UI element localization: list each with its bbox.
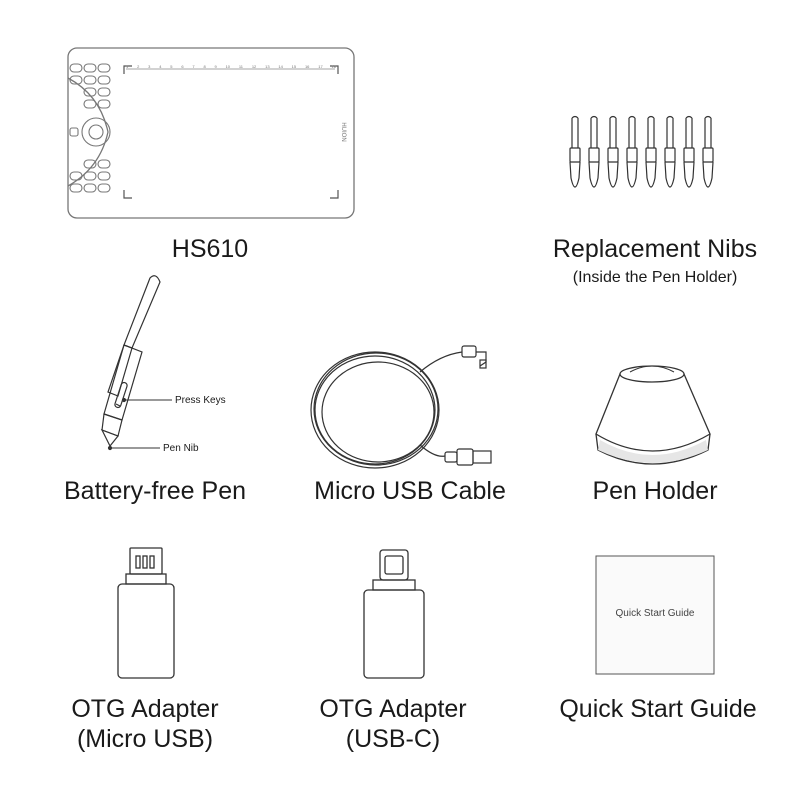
cable-caption: Micro USB Cable (314, 477, 506, 505)
tablet-scale-mark: 7 (192, 64, 195, 69)
nibs-note: (Inside the Pen Holder) (572, 269, 738, 286)
guide-cover-text: Quick Start Guide (615, 608, 695, 619)
pen-caption: Battery-free Pen (63, 477, 247, 505)
tablet-scale-mark: 3 (148, 64, 151, 69)
tablet-scale: 1 2 3 4 5 6 7 8 9 10 11 12 13 14 15 16 1… (126, 64, 336, 72)
tablet-scale-mark: 14 (278, 64, 283, 69)
tablet-scale-mark: 2 (137, 64, 140, 69)
nibs-illustration (569, 115, 714, 188)
tablet-scale-mark: 9 (214, 64, 217, 69)
tablet-scale-mark: 15 (291, 64, 297, 69)
pen-illustration (100, 275, 172, 451)
nibs-caption: Replacement Nibs (552, 235, 758, 263)
tablet-illustration (67, 47, 355, 219)
tablet-scale-mark: 8 (203, 64, 206, 69)
tablet-scale-mark: 6 (181, 64, 184, 69)
otg-micro-caption-line2: (Micro USB) (76, 725, 214, 753)
tablet-scale-mark: 13 (265, 64, 270, 69)
tablet-scale-mark: 18 (331, 64, 336, 69)
pen-callout-press-keys: Press Keys (175, 395, 226, 406)
otg-usb-c-illustration (363, 549, 425, 679)
quick-start-guide-illustration (595, 555, 715, 675)
tablet-scale-mark: 4 (159, 64, 162, 69)
tablet-caption: HS610 (171, 235, 249, 263)
guide-caption: Quick Start Guide (559, 695, 757, 723)
pen-holder-illustration (595, 365, 711, 465)
tablet-scale-mark: 5 (170, 64, 173, 69)
tablet-brand-text: HUION (340, 122, 346, 141)
otg-micro-usb-illustration (117, 547, 175, 679)
tablet-scale-mark: 16 (304, 64, 310, 69)
tablet-scale-mark: 1 (126, 64, 129, 69)
tablet-scale-mark: 12 (251, 64, 257, 69)
tablet-scale-mark: 10 (225, 64, 231, 69)
tablet-scale-mark: 11 (238, 64, 243, 69)
holder-caption: Pen Holder (592, 477, 718, 505)
otg-usbc-caption-line2: (USB-C) (345, 725, 441, 753)
pen-callout-nib: Pen Nib (163, 443, 199, 454)
otg-usbc-caption-line1: OTG Adapter (319, 695, 467, 723)
otg-micro-caption-line1: OTG Adapter (71, 695, 219, 723)
tablet-scale-mark: 17 (318, 64, 323, 69)
pen-holder-shade (598, 440, 708, 463)
cable-illustration (310, 345, 492, 469)
